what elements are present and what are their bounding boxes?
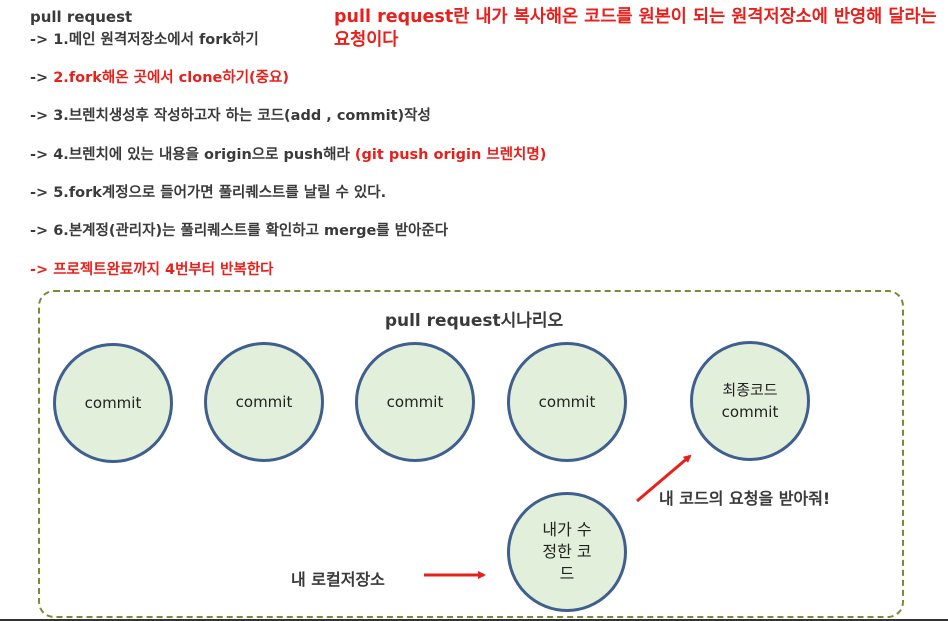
scenario-box <box>38 290 904 618</box>
commit-label: commit <box>386 393 444 411</box>
step-command: (git push origin 브렌치명) <box>354 147 547 163</box>
step-prefix: -> <box>30 32 54 48</box>
bottom-divider <box>0 619 948 621</box>
commit-label: commit <box>235 393 293 411</box>
step-5: -> 5.fork계정으로 들어가면 풀리퀘스트를 날릴 수 있다. <box>30 181 386 202</box>
commit-label: commit <box>538 393 596 411</box>
commit-node-4: commit <box>507 342 627 462</box>
step-prefix: -> <box>30 108 54 124</box>
step-6: -> 6.본계정(관리자)는 풀리퀘스트를 확인하고 merge를 받아준다 <box>30 219 448 240</box>
commit-node-3: commit <box>355 342 475 462</box>
step-2: -> 2.fork해온 곳에서 clone하기(중요) <box>30 66 289 87</box>
step-prefix: -> <box>30 147 54 163</box>
final-commit-node: 최종코드 commit <box>690 341 810 461</box>
commit-node-1: commit <box>53 343 173 463</box>
modified-code-label: 내가 수 정한 코 드 <box>542 520 592 583</box>
step-text: 1.메인 원격저장소에서 fork하기 <box>53 32 259 48</box>
step-text: 4.브렌치에 있는 내용을 origin으로 push해라 <box>53 147 355 163</box>
local-repo-label: 내 로컬저장소 <box>291 570 385 589</box>
definition-text: pull request란 내가 복사해온 코드를 원본이 되는 원격저장소에 … <box>334 7 937 50</box>
step-3: -> 3.브렌치생성후 작성하고자 하는 코드(add , commit)작성 <box>30 104 431 125</box>
step-text: 2.fork해온 곳에서 clone하기(중요) <box>53 70 289 86</box>
page-title: pull request <box>30 8 133 26</box>
arrow-to-final-commit-icon <box>636 454 692 503</box>
step-4: -> 4.브렌치에 있는 내용을 origin으로 push해라 (git pu… <box>30 143 546 164</box>
step-7: -> 프로젝트완료까지 4번부터 반복한다 <box>30 258 274 279</box>
final-label-line2: commit <box>721 403 779 421</box>
step-1: -> 1.메인 원격저장소에서 fork하기 <box>30 28 259 49</box>
modified-code-node: 내가 수 정한 코 드 <box>507 492 627 612</box>
commit-node-2: commit <box>204 342 324 462</box>
step-text: 5.fork계정으로 들어가면 풀리퀘스트를 날릴 수 있다. <box>53 185 387 201</box>
step-text: 3.브렌치생성후 작성하고자 하는 코드(add , commit)작성 <box>53 108 431 124</box>
scenario-title: pull request시나리오 <box>384 311 564 331</box>
final-label-line1: 최종코드 <box>722 381 778 399</box>
step-prefix: -> <box>30 70 54 86</box>
step-text: 6.본계정(관리자)는 풀리퀘스트를 확인하고 merge를 받아준다 <box>53 223 449 239</box>
step-prefix: -> <box>30 262 54 278</box>
step-prefix: -> <box>30 223 54 239</box>
step-prefix: -> <box>30 185 54 201</box>
step-text: 프로젝트완료까지 4번부터 반복한다 <box>53 262 274 278</box>
request-label: 내 코드의 요청을 받아줘! <box>659 489 831 508</box>
commit-label: commit <box>84 394 142 412</box>
